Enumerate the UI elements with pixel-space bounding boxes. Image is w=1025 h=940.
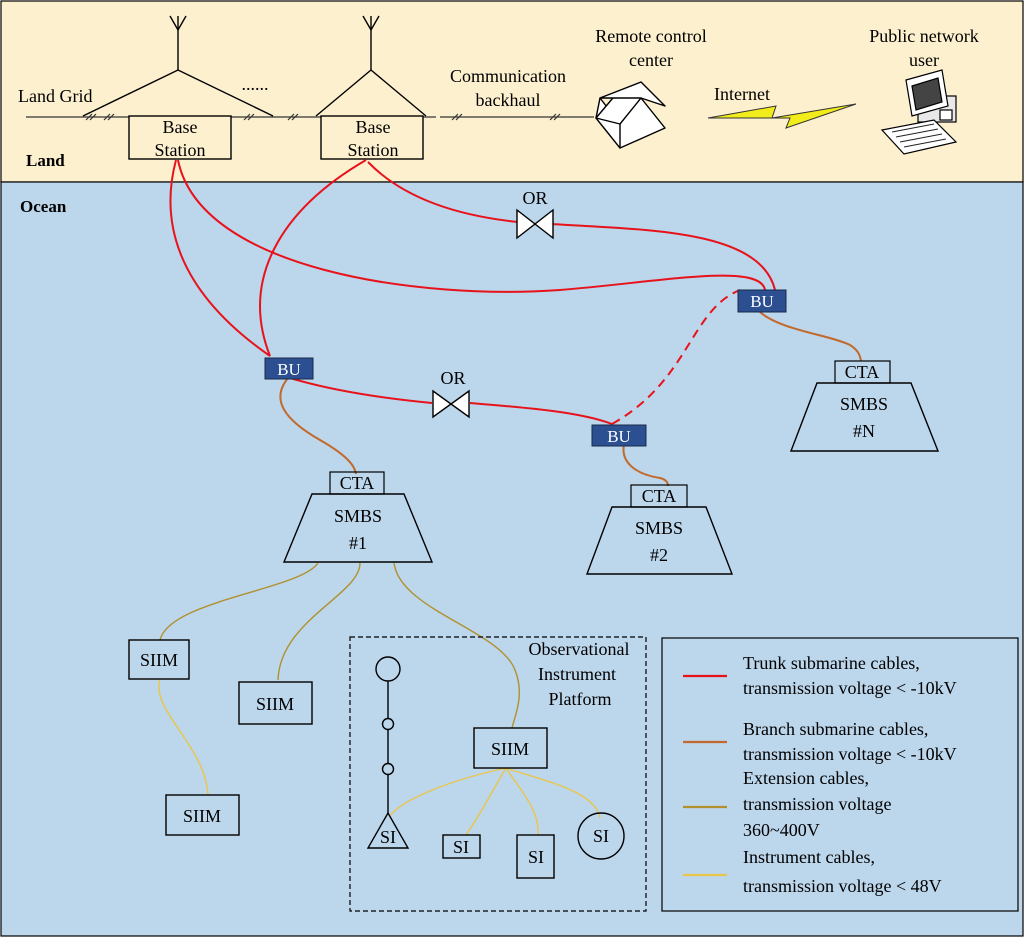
mooring-chain (375, 656, 401, 815)
bu-box-1 (264, 357, 314, 380)
siim-box-4 (473, 727, 548, 769)
base-station-2-label-line1: Base (356, 117, 391, 137)
siim-label-1: SIIM (140, 650, 178, 670)
base-station-2 (315, 15, 427, 160)
smbs-n-base (789, 382, 940, 452)
smbs-n-id: #N (853, 421, 875, 441)
legend-trunk-line1: Trunk submarine cables, (743, 653, 920, 673)
si-label-1: SI (380, 827, 396, 847)
land-region-label: Land (26, 151, 65, 170)
ocean-region (0, 181, 1024, 937)
smbs-n-label: SMBS (840, 394, 888, 414)
siim-box-2 (238, 681, 313, 725)
legend-extension-line3: 360~400V (743, 820, 820, 840)
public-user-label-line2: user (909, 50, 939, 70)
bu-label-1: BU (277, 360, 301, 379)
si-box-2 (442, 834, 481, 859)
platform-label-line2: Instrument (538, 664, 616, 684)
si-triangle-sensor (366, 811, 410, 849)
internet-label: Internet (714, 84, 770, 104)
platform-label-line3: Platform (549, 689, 612, 709)
smbs-2-id: #2 (650, 545, 668, 565)
legend-branch-line1: Branch submarine cables, (743, 719, 928, 739)
si-label-4: SI (593, 826, 609, 846)
si-circle-sensor (577, 812, 625, 860)
legend-box (661, 637, 1019, 912)
cta-label-2: CTA (642, 486, 677, 506)
siim-label-2: SIIM (256, 694, 294, 714)
legend-trunk-line2: transmission voltage < -10kV (743, 678, 957, 698)
smbs-1-base (282, 493, 434, 563)
bu-box-2 (591, 424, 647, 447)
computer-user-icon (880, 69, 958, 155)
siim-label-4: SIIM (491, 739, 529, 759)
bu-box-3 (737, 289, 787, 313)
legend-extension-line2: transmission voltage (743, 794, 891, 814)
bu-label-2: BU (607, 427, 631, 446)
cta-label-1: CTA (340, 473, 375, 493)
ellipsis-label: ...... (242, 74, 269, 94)
land-grid-label: Land Grid (18, 86, 92, 106)
legend-branch-line2: transmission voltage < -10kV (743, 744, 957, 764)
legend-instrument-line2: transmission voltage < 48V (743, 876, 942, 896)
si-box-3 (516, 834, 555, 879)
platform-label-line1: Observational (529, 639, 630, 659)
siim-label-3: SIIM (183, 806, 221, 826)
siim-box-3 (165, 794, 240, 836)
ocean-region-label: Ocean (20, 197, 67, 216)
remote-center-label-line1: Remote control (595, 26, 706, 46)
comm-backhaul-label-line1: Communication (450, 66, 566, 86)
or-label-1: OR (522, 188, 547, 208)
extension-cables (159, 562, 520, 729)
trunk-cable-dashed (611, 289, 741, 425)
comm-backhaul-label-line2: backhaul (476, 90, 541, 110)
smbs-2-label: SMBS (635, 518, 683, 538)
trunk-cables (169, 159, 776, 425)
remote-center-label-line2: center (629, 50, 673, 70)
remote-center-house-icon (595, 81, 666, 149)
smbs-1-label: SMBS (334, 506, 382, 526)
instrument-platform-box (349, 636, 647, 912)
smbs-1-id: #1 (349, 533, 367, 553)
bu-label-3: BU (750, 292, 774, 311)
siim-box-1 (128, 639, 190, 680)
smbs-2-base (585, 506, 734, 575)
internet-bolt-icon (707, 103, 857, 129)
branch-cables (279, 311, 862, 487)
public-user-label-line1: Public network (869, 26, 979, 46)
or-switch-1 (516, 208, 554, 240)
or-switch-2 (432, 389, 470, 419)
base-station-1-label-line1: Base (163, 117, 198, 137)
or-label-2: OR (440, 368, 465, 388)
si-label-2: SI (453, 837, 469, 857)
base-station-1 (82, 15, 274, 160)
base-station-1-label-line2: Station (154, 140, 205, 160)
legend-instrument-line1: Instrument cables, (743, 847, 875, 867)
instrument-cables (158, 678, 601, 836)
legend-extension-line1: Extension cables, (743, 768, 869, 788)
base-station-2-label-line2: Station (347, 140, 398, 160)
si-label-3: SI (528, 847, 544, 867)
cta-label-n: CTA (845, 362, 880, 382)
